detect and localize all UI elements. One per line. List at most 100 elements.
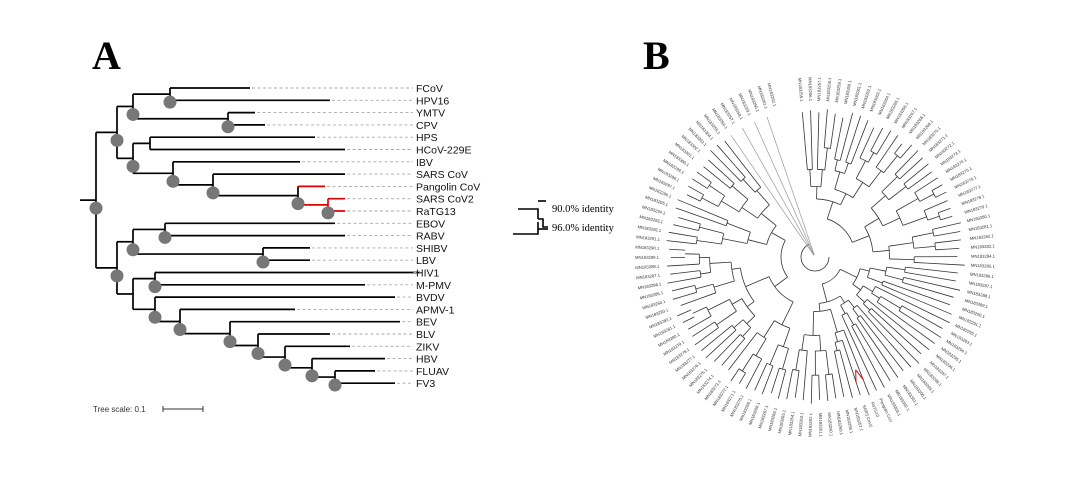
tree-b-branch [949, 222, 961, 226]
tree-b-branch [825, 350, 830, 375]
taxon-label: SHIBV [416, 243, 448, 255]
tree-b-leaf-label: MN183289.1 [635, 255, 660, 260]
tree-b-branch [931, 187, 937, 191]
tree-b-branch [914, 273, 956, 282]
tree-b-branch [846, 112, 854, 137]
tree-b-branch [751, 358, 763, 377]
tree-b-branch [940, 191, 947, 196]
tree-b-branch [788, 369, 794, 387]
tree-b-arc [752, 353, 762, 360]
tree-b-branch [782, 348, 789, 370]
tree-b-arc [923, 210, 929, 221]
tree-b-branch [672, 296, 683, 300]
tree-b-arc [741, 298, 756, 317]
tree-b-branch [876, 301, 896, 316]
tree-b-branch [888, 186, 907, 201]
tree-b-branch [883, 155, 898, 173]
tree-b-branch [769, 344, 779, 365]
tree-b-branch [886, 266, 906, 271]
tree-b-branch [859, 147, 865, 159]
tree-b-branch [707, 299, 730, 311]
tree-b-branch [710, 327, 719, 334]
tree-b-branch [774, 276, 788, 287]
tree-b-arc [895, 210, 904, 226]
tree-b-branch [745, 376, 753, 389]
tree-b-arc [852, 268, 861, 285]
tree-b-branch [852, 283, 861, 291]
tree-b-branch [801, 334, 805, 351]
taxon-label: RABV [416, 231, 445, 243]
tree-b-branch [741, 207, 758, 219]
tree-b-leaf-label: MN183261.1 [852, 81, 863, 106]
tree-b-arc [746, 232, 751, 244]
tree-b-branch [782, 328, 791, 347]
tree-b-branch [919, 193, 935, 202]
tree-b-leaf-label: MN183281.1 [968, 223, 993, 232]
tree-b-branch [730, 170, 742, 182]
tree-b-outgroup-branch [766, 116, 815, 256]
tree-b-branch [678, 217, 681, 219]
taxon-label: FCoV [416, 83, 443, 95]
tree-b-branch [673, 224, 679, 227]
tree-b-branch [688, 195, 701, 202]
tree-b-arc [888, 246, 890, 259]
tree-b-leaf-label: MN183286.1 [637, 281, 662, 290]
tree-b-branch [696, 171, 702, 176]
tree-b-branch [811, 145, 813, 170]
tree-b-branch [843, 364, 853, 398]
tree-b-branch [880, 317, 922, 355]
tree-b-arc [834, 188, 854, 198]
tree-b-branch [747, 239, 767, 245]
tree-b-branch [692, 188, 704, 196]
tree-b-branch [677, 199, 715, 216]
tree-b-arc [824, 147, 831, 149]
tree-b-branch [865, 321, 904, 371]
tree-b-arc [819, 295, 841, 304]
tree-b-branch [694, 332, 712, 346]
tree-b-branch [914, 262, 927, 264]
taxon-label: FV3 [416, 378, 435, 390]
tree-b-leaf-label: MN183294.1 [642, 204, 667, 216]
tree-b-leaf-label: MN183259.1 [836, 411, 845, 436]
tree-b-leaf-label: MN183257.1 [816, 76, 822, 101]
legend-label-lower: 96.0% identity [552, 223, 615, 234]
tree-b-branch [845, 137, 854, 163]
tree-b-branch [927, 215, 940, 221]
tree-b-branch [848, 299, 855, 308]
tree-b-branch [875, 286, 885, 291]
taxon-label: Pangolin CoV [416, 181, 480, 193]
tree-b-branch [888, 135, 899, 150]
tree-b-branch [830, 131, 834, 149]
tree-b-branch [823, 130, 827, 148]
tree-a-node-marker [158, 230, 172, 244]
tree-b-branch [834, 390, 837, 399]
tree-b-branch [903, 276, 912, 280]
tree-b-branch [856, 294, 865, 303]
tree-b-branch [894, 166, 903, 175]
tree-a-node-marker [166, 174, 180, 188]
tree-a-node-marker [110, 269, 124, 283]
tree-b-arc [856, 178, 870, 188]
tree-b-branch [819, 335, 822, 351]
tree-b-arc [757, 204, 770, 219]
tree-b-branch [843, 329, 848, 339]
taxon-label: SARS CoV2 [416, 194, 474, 206]
tree-b-branch [873, 304, 930, 351]
tree-b-leaf-label: MN183292.1 [637, 224, 662, 233]
tree-b-branch [713, 280, 735, 288]
tree-b-branch [679, 285, 696, 290]
tree-b-arc [856, 285, 864, 296]
tree-b-branch [716, 144, 736, 167]
tree-b-branch [820, 169, 823, 187]
tree-b-branch [818, 303, 821, 312]
tree-b-branch [761, 374, 771, 395]
tree-b-arc [856, 315, 861, 319]
taxon-label: HPV16 [416, 95, 449, 107]
tree-b-branch [861, 324, 899, 378]
tree-b-branch [868, 170, 882, 187]
tree-b-arc [780, 240, 788, 278]
tree-b-branch [816, 147, 819, 170]
tree-b-branch [881, 284, 901, 294]
tree-b-arc [699, 194, 704, 202]
